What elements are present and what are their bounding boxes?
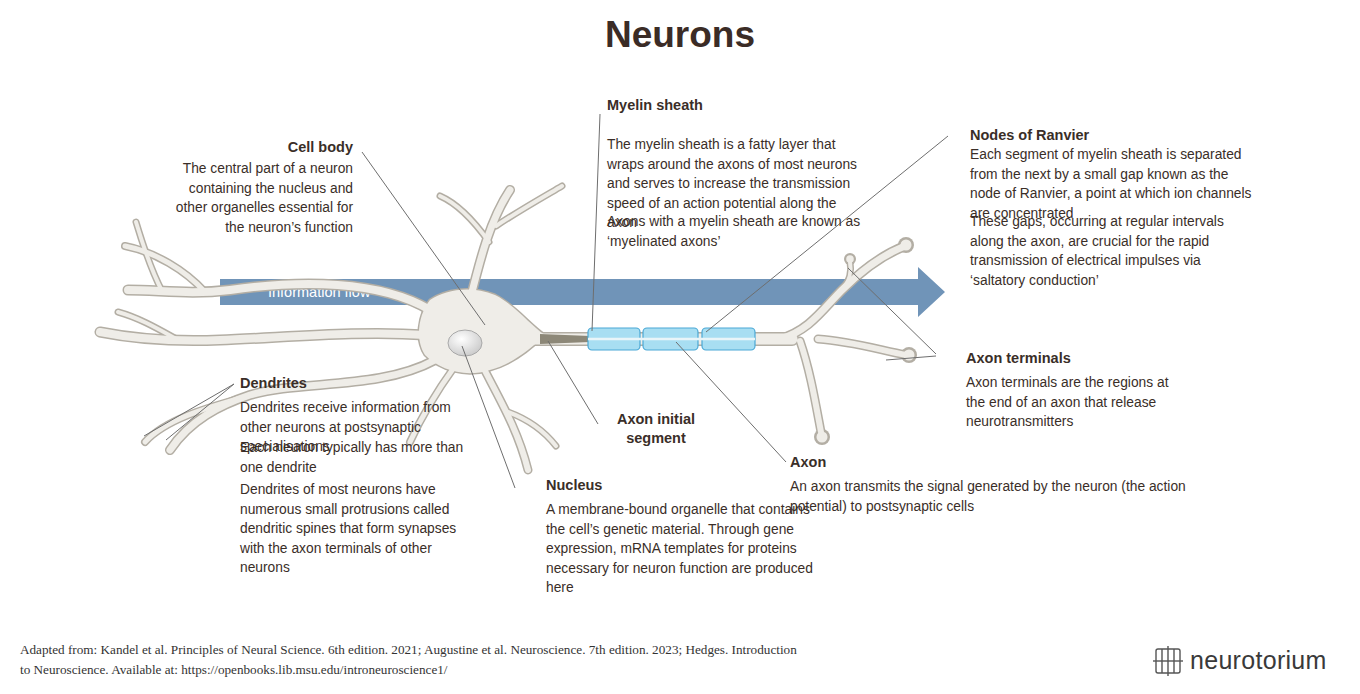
logo-line (1153, 660, 1183, 661)
dendrite-outline (125, 246, 205, 292)
logo-icon (1152, 645, 1184, 677)
dendrite (145, 397, 245, 442)
leader-line (548, 341, 598, 424)
callout-heading: Cell body (153, 138, 353, 157)
dendrite-outline (100, 332, 425, 341)
leader-line (462, 346, 515, 488)
terminal-bouton (901, 240, 912, 251)
leader-line (676, 342, 786, 462)
callout-text: Each neuron typically has more than one … (240, 438, 480, 477)
diagram-title: Neurons (0, 14, 1360, 56)
callout-heading: Axon initial segment (600, 410, 712, 448)
logo-line (1173, 649, 1174, 673)
dendrite (508, 412, 556, 446)
neuron-outline (100, 186, 917, 470)
dendrite-outline (440, 196, 489, 242)
callout-heading: Axon terminals (966, 349, 1196, 368)
callout-text: Axons with a myelin sheath are known as … (607, 212, 869, 251)
callout-heading: Axon (790, 453, 1210, 472)
leader-line (166, 384, 234, 440)
axon-core (588, 338, 755, 341)
callout-text: Axon terminals are the regions at the en… (966, 373, 1180, 432)
callout-text: Dendrites of most neurons have numerous … (240, 480, 480, 578)
dendrite (136, 222, 162, 291)
neuron-fill (100, 186, 915, 470)
dendrite (125, 246, 205, 292)
terminal-bouton (846, 255, 854, 263)
callout-text: A membrane-bound organelle that contains… (546, 500, 824, 598)
terminal-bouton (817, 432, 828, 443)
axon-terminal-branch (842, 262, 851, 290)
arrow-body (220, 267, 945, 317)
callout-text: An axon transmits the signal generated b… (790, 477, 1202, 516)
logo-line (1161, 649, 1162, 673)
axon-terminal-branch (800, 341, 821, 432)
terminal-outline (800, 341, 821, 432)
axon-initial-segment (540, 334, 590, 344)
leader-line (886, 356, 936, 360)
terminal-outline (818, 339, 906, 355)
leader-line (144, 384, 234, 436)
dendrite (440, 196, 489, 242)
callout-text: The central part of a neuron containing … (163, 159, 353, 237)
callout-heading: Nucleus (546, 476, 826, 495)
dendrite (118, 312, 180, 341)
dendrite (100, 332, 425, 341)
axon-terminal-branch (818, 339, 906, 355)
callout-text: These gaps, occurring at regular interva… (970, 212, 1258, 290)
callout-heading: Dendrites (240, 374, 480, 393)
logo-text: neurotorium (1190, 645, 1350, 675)
myelin-sheath (588, 328, 755, 350)
dendrite (496, 186, 562, 226)
callout-heading: Myelin sheath (607, 96, 877, 115)
callout-text: Each segment of myelin sheath is separat… (970, 145, 1258, 223)
callout-heading: Nodes of Ranvier (970, 126, 1260, 145)
nucleus (448, 330, 482, 356)
source-note: Adapted from: Kandel et al. Principles o… (20, 640, 810, 680)
